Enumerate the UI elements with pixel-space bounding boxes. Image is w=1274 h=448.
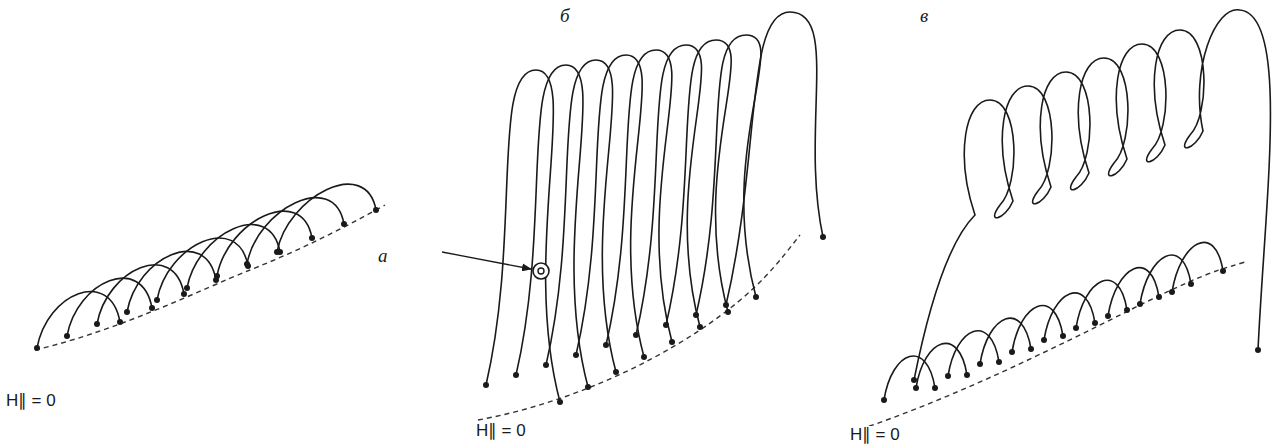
panel-letter: в bbox=[918, 6, 930, 27]
tall-loops-b bbox=[486, 12, 823, 402]
x-point-marker bbox=[442, 252, 549, 279]
panel-letter: б bbox=[558, 6, 572, 27]
detached-helix-c bbox=[914, 10, 1270, 380]
panel-letter: а bbox=[376, 246, 390, 267]
low-arcade-c bbox=[884, 242, 1223, 400]
neutral-line-label: H∥ = 0 bbox=[848, 426, 902, 445]
neutral-line-label: H∥ = 0 bbox=[474, 422, 528, 441]
neutral-line-label: H∥ = 0 bbox=[4, 392, 58, 411]
arcade-loops-a bbox=[37, 184, 376, 348]
